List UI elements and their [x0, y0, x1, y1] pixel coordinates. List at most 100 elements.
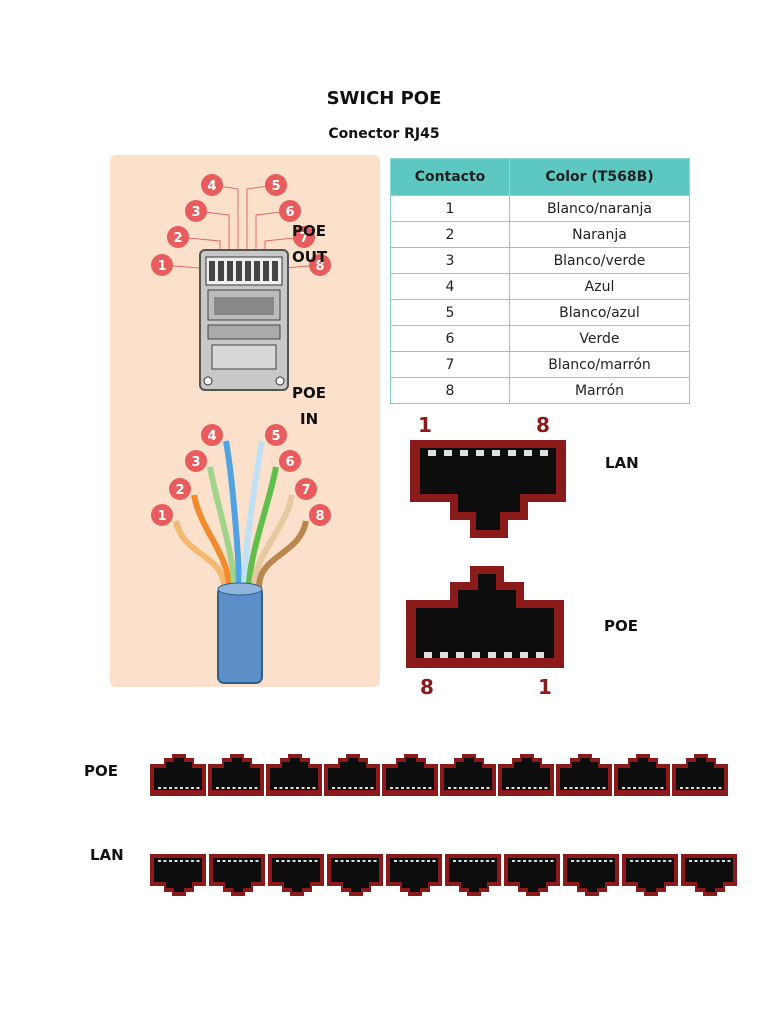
rj45-port — [504, 854, 560, 896]
contact-cell: 3 — [390, 247, 510, 274]
contact-cell: 8 — [390, 377, 510, 404]
cable-wire — [223, 440, 242, 588]
cable-wire — [246, 466, 279, 588]
pin-leader-line — [195, 210, 230, 255]
plug-contact — [218, 261, 224, 281]
page-title: SWICH POE — [326, 88, 442, 109]
port-pin — [504, 652, 512, 658]
pin-number-badge — [151, 254, 173, 276]
pin-number-label: 6 — [285, 205, 294, 220]
rj45-port — [498, 754, 554, 796]
plug-contact — [263, 261, 269, 281]
pin-leader-line — [255, 210, 291, 255]
cable-wire — [173, 520, 227, 588]
contact-cell: 6 — [390, 325, 510, 352]
port-pin — [440, 652, 448, 658]
pin-number-label: 5 — [271, 429, 280, 444]
color-cell: Blanco/azul — [508, 299, 691, 326]
rj45-port — [208, 754, 264, 796]
poe-out-label-1: POE — [292, 222, 326, 240]
poe-port-label: POE — [604, 617, 638, 635]
poe-in-label-1: POE — [292, 384, 326, 402]
lan-port-label: LAN — [605, 454, 639, 472]
rj45-port — [556, 754, 612, 796]
pin-number-badge — [265, 424, 287, 446]
pin-leader-line — [211, 184, 239, 255]
pin-number-label: 8 — [315, 509, 324, 524]
port-pin — [492, 450, 500, 456]
poe-pin-right-label: 1 — [538, 675, 552, 699]
pin-number-label: 5 — [271, 179, 280, 194]
rj45-port — [150, 754, 206, 796]
port-pin — [476, 450, 484, 456]
pin-number-label: 7 — [299, 231, 308, 246]
lan-port-diagram: 1 8 — [410, 413, 566, 538]
rj45-port — [622, 854, 678, 896]
poe-out-label-2: OUT — [292, 248, 328, 266]
pin-number-badge — [201, 424, 223, 446]
lan-pin-left-label: 1 — [418, 413, 432, 437]
pin-leader-line — [246, 184, 277, 255]
color-cell: Blanco/naranja — [508, 195, 691, 222]
port-pin — [456, 652, 464, 658]
pin-number-label: 4 — [207, 179, 216, 194]
plug-contact — [227, 261, 233, 281]
plug-contact — [245, 261, 251, 281]
rj45-port — [440, 754, 496, 796]
rj45-port — [150, 854, 206, 896]
rj45-port — [327, 854, 383, 896]
plug-contact — [209, 261, 215, 281]
pin-number-label: 3 — [191, 455, 200, 470]
rj45-port — [563, 854, 619, 896]
rj45-port — [614, 754, 670, 796]
rj45-port — [382, 754, 438, 796]
rj45-port — [672, 754, 728, 796]
rj45-port — [324, 754, 380, 796]
port-pin — [524, 450, 532, 456]
cable-wire — [191, 494, 232, 588]
pin-number-badge — [279, 200, 301, 222]
pin-number-label: 3 — [191, 205, 200, 220]
cable-wire — [251, 494, 295, 588]
port-pin — [472, 652, 480, 658]
pin-number-badge — [309, 504, 331, 526]
rj45-port — [386, 854, 442, 896]
pin-number-badge — [185, 200, 207, 222]
lan-row-label: LAN — [90, 846, 124, 864]
cable-wire — [207, 466, 237, 588]
rj45-port — [209, 854, 265, 896]
color-cell: Azul — [508, 273, 691, 300]
contact-cell: 1 — [390, 195, 510, 222]
poe-port-row — [150, 754, 728, 796]
plug-contact — [272, 261, 278, 281]
lan-port-row — [150, 854, 737, 896]
color-cell: Blanco/verde — [508, 247, 691, 274]
contact-cell: 7 — [390, 351, 510, 378]
pin-number-badge — [309, 254, 331, 276]
cable-wire — [256, 520, 309, 588]
port-pin — [488, 652, 496, 658]
plug-contact — [254, 261, 260, 281]
pin-number-label: 8 — [315, 259, 324, 274]
table-header-color: Color (T568B) — [508, 158, 691, 196]
pin-number-label: 7 — [301, 483, 310, 498]
color-cell: Verde — [508, 325, 691, 352]
cable-wire — [241, 440, 265, 588]
pin-number-badge — [185, 450, 207, 472]
poe-in-label-2: IN — [300, 410, 319, 428]
port-pin — [540, 450, 548, 456]
pin-number-label: 4 — [207, 429, 216, 444]
pin-number-label: 2 — [173, 231, 182, 246]
pin-number-badge — [169, 478, 191, 500]
port-pin — [536, 652, 544, 658]
port-pin — [428, 450, 436, 456]
pin-number-badge — [265, 174, 287, 196]
pin-number-badge — [293, 226, 315, 248]
